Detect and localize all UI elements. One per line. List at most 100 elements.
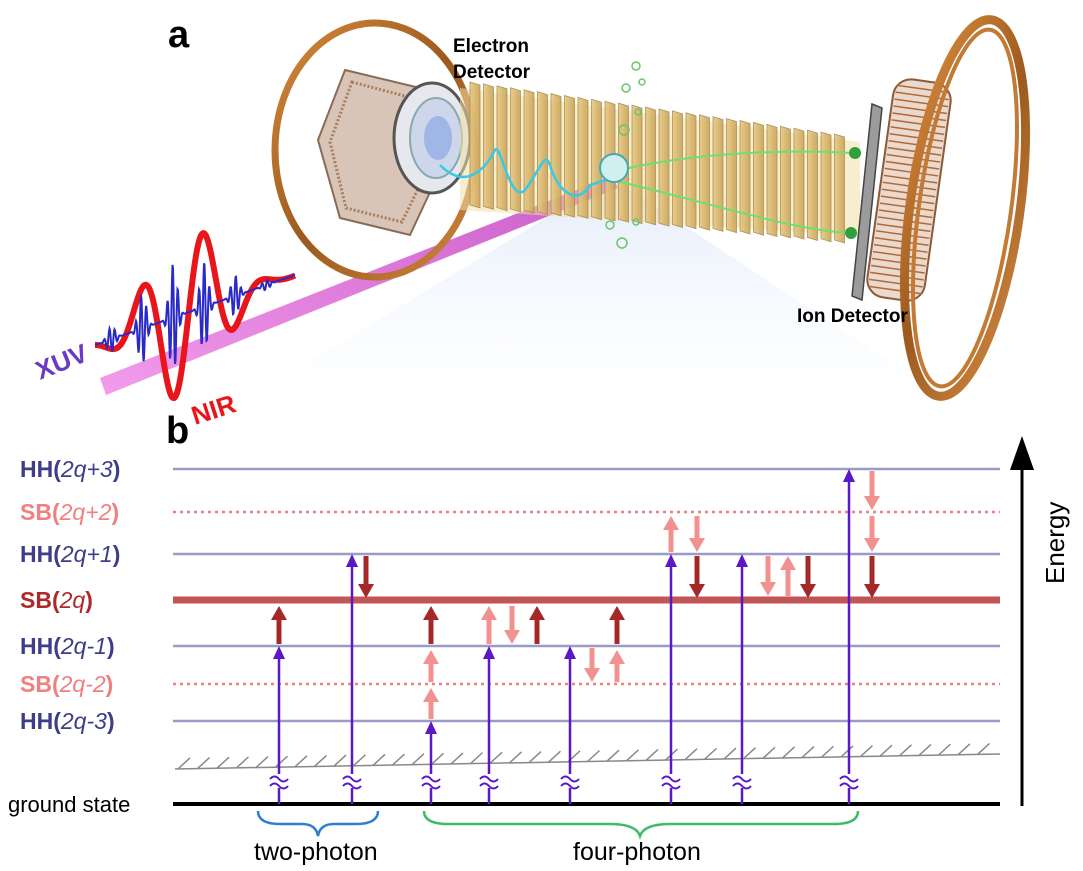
spectrometer-plate [483, 83, 494, 210]
hatch-mark [898, 744, 913, 757]
spectrometer-plate [564, 94, 575, 218]
nir-absorption-arrow [481, 606, 497, 644]
panel-label-b: b [166, 410, 189, 452]
level-label-hh-2q+3: HH(2q+3) [20, 456, 120, 482]
electron-detector-label-line1: Electron [453, 36, 529, 57]
ion-trajectory-lower [611, 179, 851, 234]
hatch-mark [801, 746, 815, 759]
energy-axis: Energy [1010, 436, 1070, 806]
nir-absorption-arrow [609, 606, 625, 644]
hatch-mark [606, 749, 620, 762]
spectrometer-plate [820, 131, 832, 243]
level-label-hh-2q+1: HH(2q+1) [20, 541, 120, 567]
axis-break-mark [839, 774, 859, 790]
hatch-mark [430, 752, 445, 765]
nir-emission-arrow [760, 556, 776, 596]
hatch-mark [255, 755, 269, 769]
hatch-mark [235, 756, 250, 769]
nir-emission-arrow [800, 556, 816, 598]
hatch-mark [703, 747, 718, 760]
xuv-pulse-wave [94, 263, 296, 364]
hatch-mark [645, 748, 659, 761]
spectrometer-plate [645, 106, 656, 226]
hatch-mark [274, 755, 289, 768]
level-label-sb-2q+2: SB(2q+2) [20, 499, 119, 525]
electron-trajectory [439, 147, 613, 197]
nir-pulse-wave [95, 230, 297, 402]
nir-emission-arrow [864, 556, 880, 598]
hatch-mark [762, 746, 776, 759]
hatch-mark [196, 757, 211, 770]
nir-emission-arrow [864, 516, 880, 552]
panel-label-a: a [168, 14, 190, 56]
hatch-mark [391, 753, 406, 766]
nir-absorption-arrow [529, 606, 545, 644]
xuv-absorption-arrow [843, 469, 855, 804]
axis-break-mark [560, 774, 580, 790]
hatch-mark [723, 747, 737, 760]
nir-emission-arrow [358, 556, 374, 598]
coil-winding [871, 264, 925, 274]
axis-break-mark [421, 774, 441, 790]
coil-winding [871, 257, 926, 267]
spectrometer-plate [631, 104, 643, 225]
hatch-mark [742, 747, 757, 760]
xuv-nir-pulses [94, 230, 297, 402]
hatch-mark [216, 756, 230, 769]
hatch-mark [684, 748, 698, 761]
axis-break-mark [269, 774, 289, 790]
panel-b-energy-diagram: b HH(2q+3) SB(2q+2) HH(2q+1) SB(2q) HH(2… [8, 410, 1070, 866]
nir-absorption-arrow [423, 650, 439, 682]
nir-absorption-arrow [780, 556, 796, 596]
spectrometer-plate [685, 112, 697, 230]
projection-cone [180, 178, 1010, 440]
hatch-mark [840, 745, 854, 758]
ion-detector-label: Ion Detector [797, 306, 908, 327]
spectrometer-plate [753, 121, 764, 236]
gas-bubbles [605, 61, 646, 249]
coil-winding [872, 250, 927, 260]
level-label-sb-2q: SB(2q) [20, 587, 93, 613]
spectrometer-plate [537, 91, 548, 216]
hatch-mark [294, 755, 308, 768]
hatch-mark [528, 751, 542, 764]
hatch-mark [372, 753, 386, 766]
axis-break-mark [732, 774, 752, 790]
two-photon-brace [256, 810, 380, 837]
coil-winding [895, 91, 950, 101]
transition-arrows [269, 469, 880, 804]
hatch-mark [937, 743, 952, 756]
electron-detector-label-line2: Detector [453, 62, 531, 83]
spectrometer-plate [577, 96, 589, 219]
nir-emission-arrow [689, 556, 705, 598]
spectrometer-plate [658, 108, 670, 227]
laser-beam [100, 176, 618, 395]
coil-winding [888, 139, 943, 149]
electron-detector-disc [392, 81, 472, 195]
xuv-absorption-arrow [736, 554, 748, 804]
hatch-mark [489, 751, 503, 764]
spectrometer-plate [510, 87, 521, 213]
coil-winding [873, 243, 928, 253]
panel-a-apparatus: a Electron Detector Ion Detector XUV NIR [31, 14, 1031, 440]
axis-break-mark [342, 774, 362, 790]
interaction-point [599, 153, 629, 183]
ion-trajectory-upper [611, 150, 854, 173]
nir-absorption-arrow [609, 650, 625, 682]
hatch-mark [781, 746, 796, 759]
two-photon-label: two-photon [254, 838, 378, 866]
xuv-absorption-arrow [346, 554, 358, 804]
right-copper-coil-ring [899, 15, 1031, 401]
axis-break-mark [661, 774, 681, 790]
spectrometer-plate [672, 110, 683, 228]
nir-absorption-arrow [271, 606, 287, 644]
ion-detector-plate [845, 102, 883, 302]
nir-emission-arrow [504, 606, 520, 644]
hatch-mark [411, 753, 425, 766]
spectrometer-plate [793, 127, 805, 240]
hatch-mark [625, 749, 640, 762]
xuv-absorption-arrow [425, 721, 437, 804]
coil-winding [890, 126, 945, 136]
spectrometer-plate [739, 119, 751, 235]
